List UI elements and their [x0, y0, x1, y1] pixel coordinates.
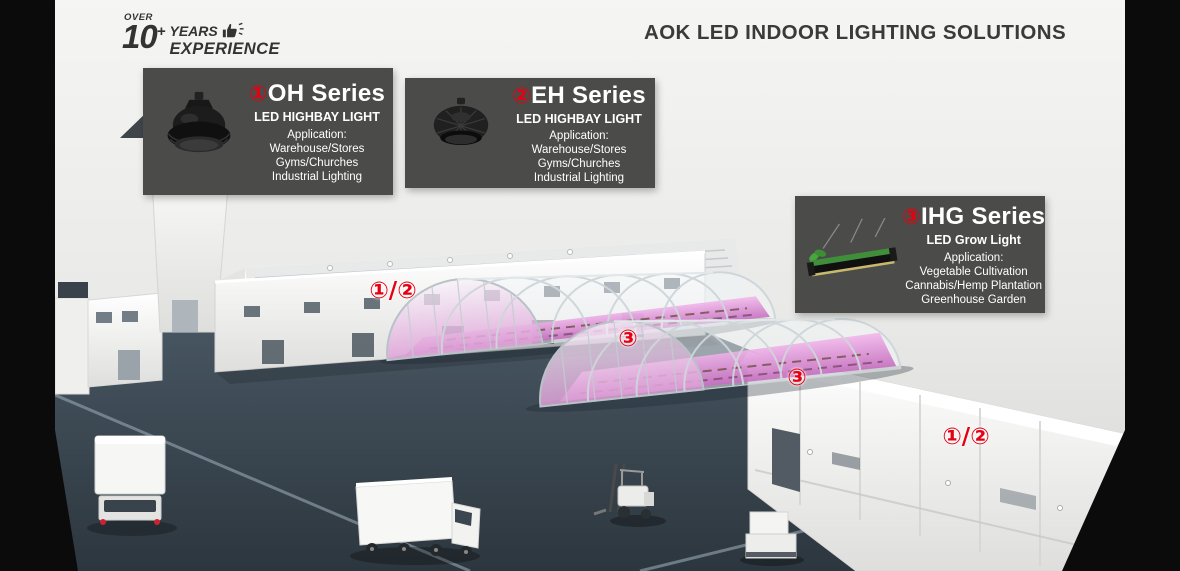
product-title: ③IHG Series [902, 203, 1046, 231]
right-black-edge [1062, 0, 1180, 571]
experience-badge: OVER 10+ YEARS EXPERIENCE [122, 12, 280, 59]
tail-light [100, 519, 106, 525]
application-item: Cannabis/Hemp Plantation [905, 279, 1043, 292]
application-label: Application: [549, 130, 609, 143]
application-item: Gyms/Churches [537, 158, 621, 171]
scene-marker-warehouse-back: ①/② [369, 278, 417, 304]
forklift [593, 463, 666, 527]
left-black-edge [0, 0, 78, 571]
application-item: Warehouse/Stores [531, 144, 627, 157]
scene-marker-greenhouse-1: ③ [618, 326, 638, 352]
page-title: AOK LED INDOOR LIGHTING SOLUTIONS [644, 21, 1067, 44]
eh-series-highbay-light-image [412, 92, 510, 174]
badge-words-block: YEARS EXPERIENCE [169, 21, 279, 59]
box-truck-left [87, 435, 177, 536]
application-item: Industrial Lighting [533, 172, 625, 185]
product-title: ②EH Series [512, 81, 646, 109]
application-item: Vegetable Cultivation [919, 265, 1028, 278]
application-label: Application: [287, 128, 347, 141]
product-card-ihg-series: ③IHG Series LED Grow Light Application: … [795, 196, 1045, 313]
scene-marker-greenhouse-2: ③ [787, 365, 807, 391]
badge-number-block: OVER 10+ [122, 12, 165, 59]
product-title: ①OH Series [248, 80, 386, 108]
application-item: Industrial Lighting [271, 170, 363, 183]
application-item: Gyms/Churches [275, 156, 359, 169]
left-outbuildings [54, 282, 163, 395]
product-type: LED Grow Light [926, 233, 1021, 248]
product-type: LED HIGHBAY LIGHT [516, 111, 642, 126]
product-card-eh-series: ②EH Series LED HIGHBAY LIGHT Application… [405, 78, 655, 188]
badge-over-text: OVER [124, 12, 153, 23]
warehouse-right-door [772, 428, 800, 492]
badge-ten-text: 10+ [122, 18, 165, 55]
oh-series-highbay-light-image [150, 87, 248, 177]
badge-experience-text: EXPERIENCE [169, 40, 280, 58]
application-label: Application: [943, 251, 1004, 264]
application-item: Warehouse/Stores [269, 142, 365, 155]
solar-panel [58, 282, 88, 298]
box-truck-center [350, 477, 481, 565]
pallet-stack [740, 511, 804, 566]
ihg-series-grow-light-image [802, 217, 902, 292]
tower-door [172, 300, 198, 332]
forklift-forks [593, 508, 607, 516]
product-type: LED HIGHBAY LIGHT [254, 110, 380, 125]
tail-light [154, 519, 160, 525]
scene-marker-warehouse-right: ①/② [942, 424, 990, 450]
application-item: Greenhouse Garden [921, 293, 1027, 306]
thumbs-up-icon [222, 22, 244, 38]
greenhouse-2 [525, 317, 914, 412]
badge-years-text: YEARS [169, 22, 218, 39]
highbay-light-dots [327, 249, 573, 271]
product-card-oh-series: ①OH Series LED HIGHBAY LIGHT Application… [143, 68, 393, 195]
